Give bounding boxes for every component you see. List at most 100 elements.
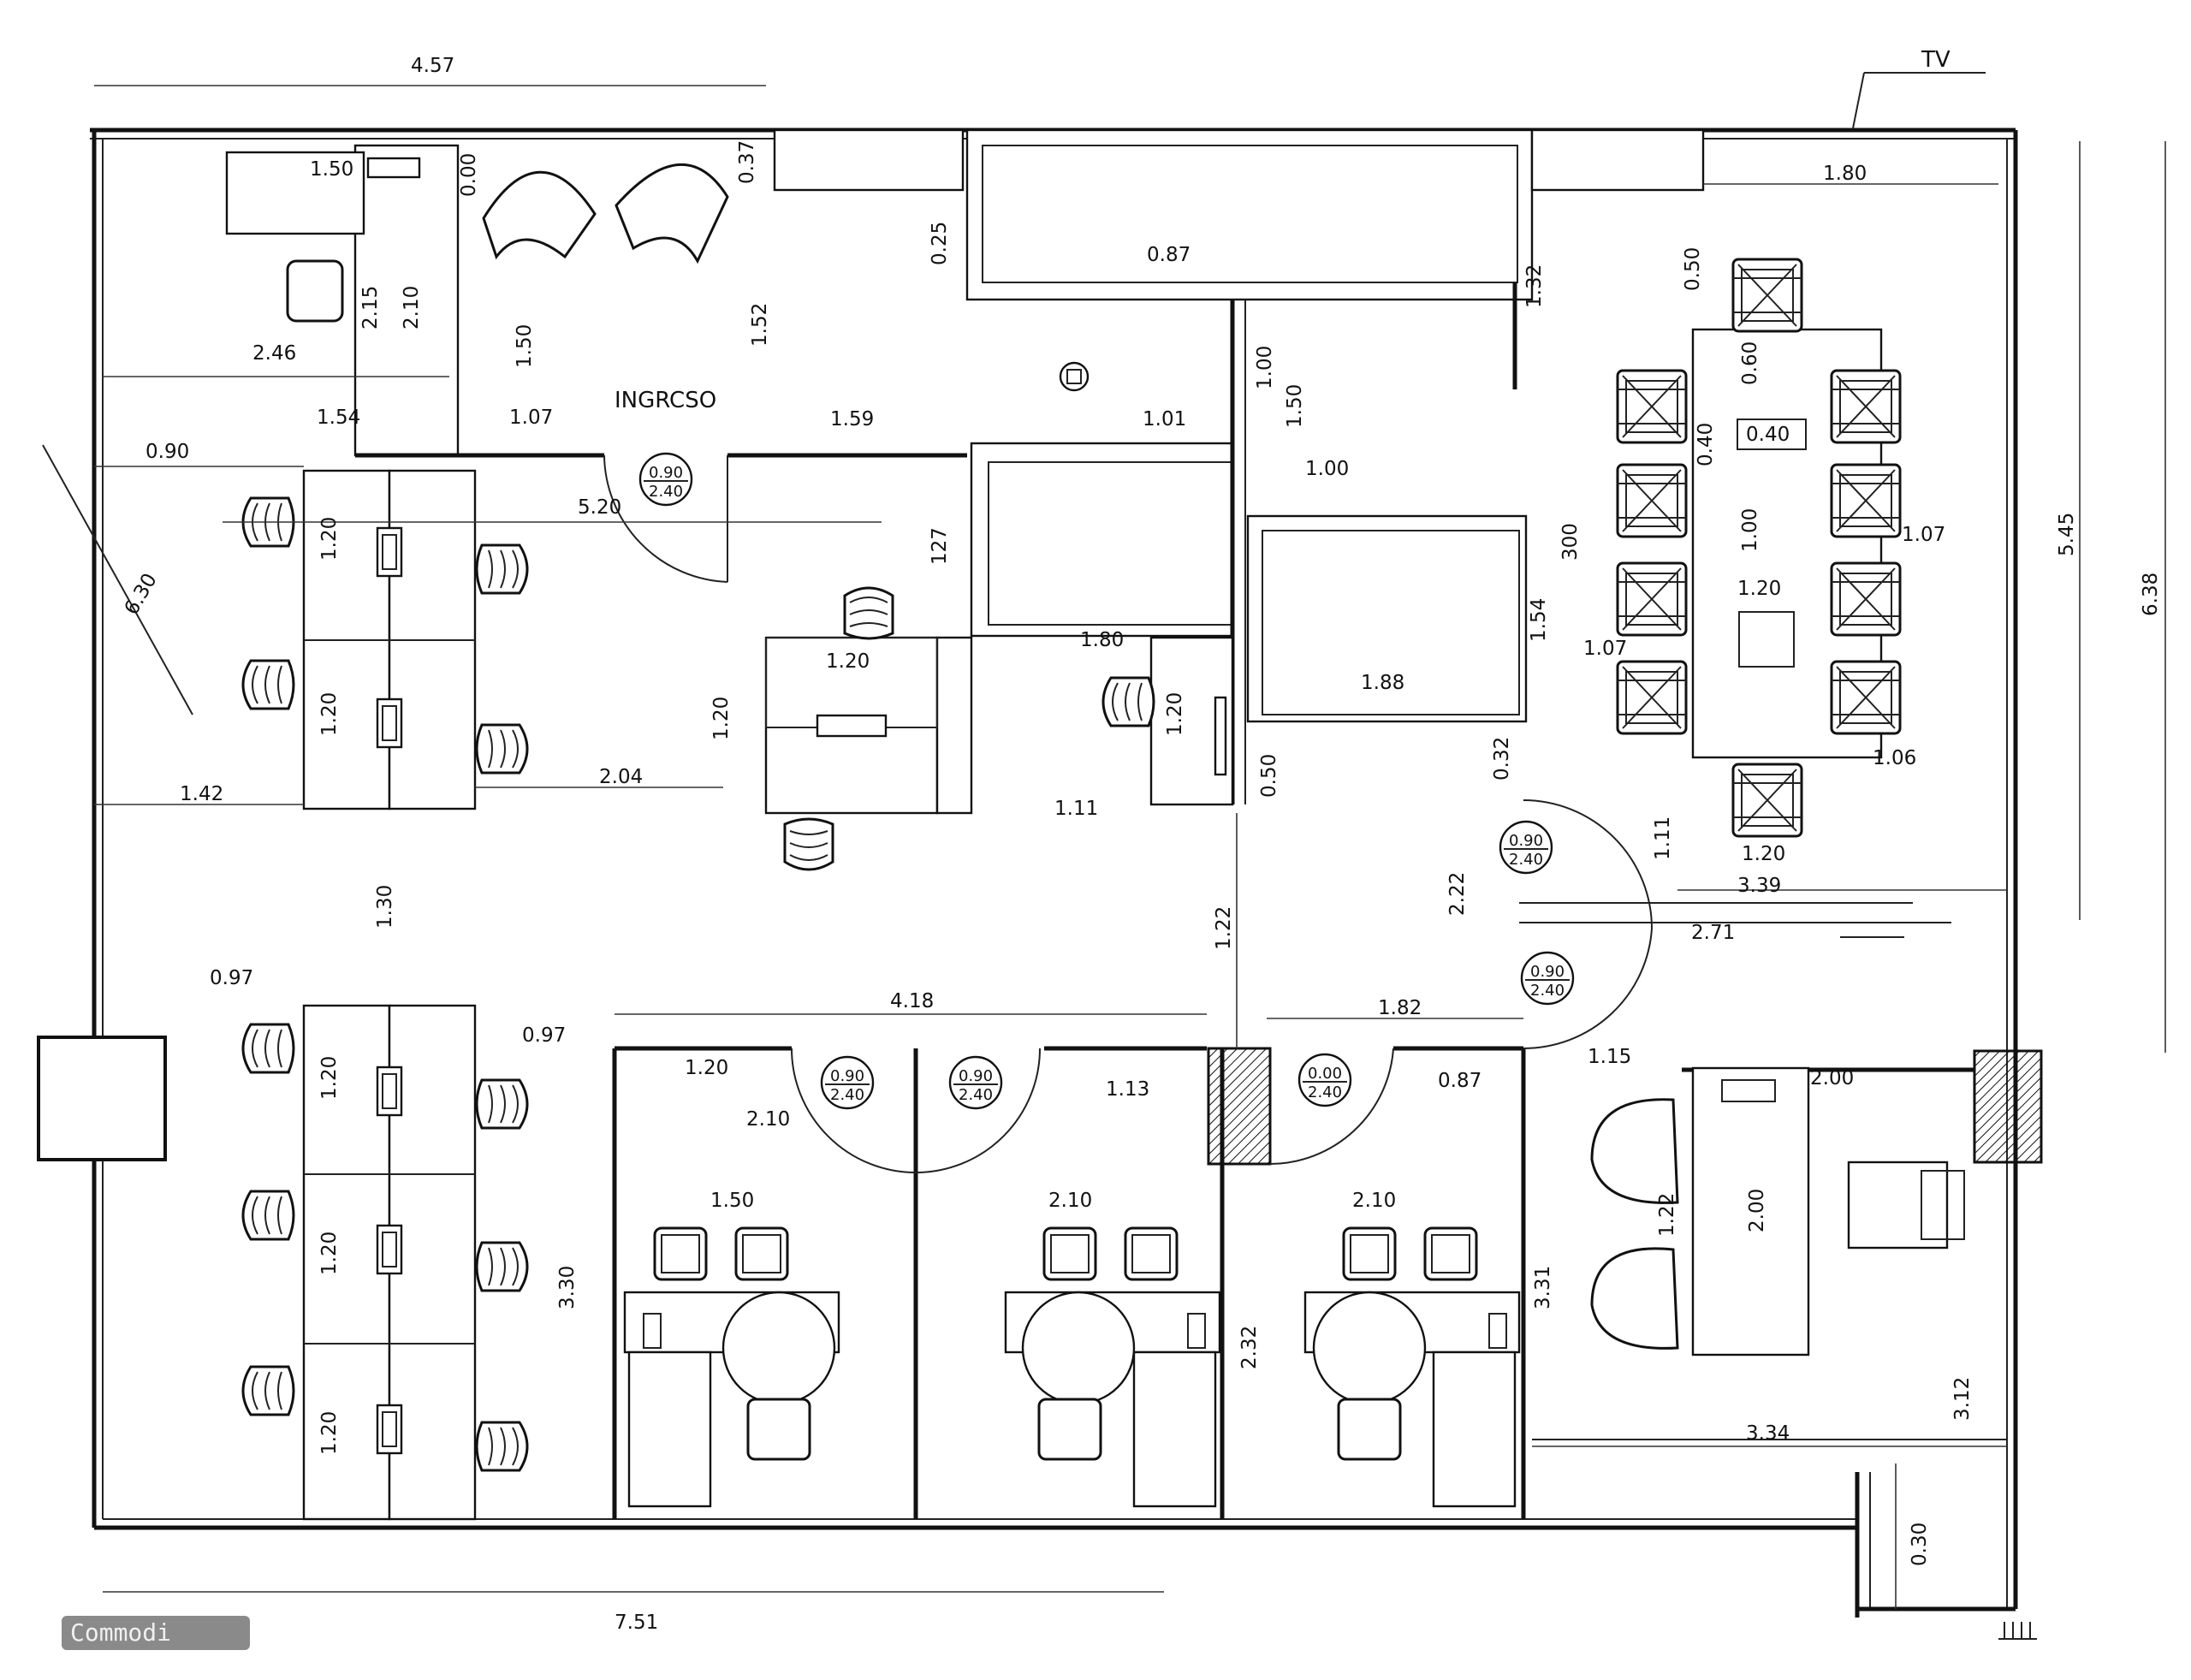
office-2 xyxy=(1004,1226,1221,1508)
dim-label: 0.87 xyxy=(1438,1070,1481,1092)
dim-label: 1.20 xyxy=(1164,692,1186,736)
dim-label: 1.01 xyxy=(1143,408,1186,430)
dim-label: 1.20 xyxy=(318,692,341,736)
dim-label: 3.39 xyxy=(1737,875,1781,897)
dim-label: 1.00 xyxy=(1739,508,1761,552)
door-tag: 0.90 2.40 xyxy=(820,1055,875,1110)
plan-labels: TV INGRCSO xyxy=(615,47,1951,413)
dim-label: 1.20 xyxy=(710,697,733,740)
dim-label: 1.00 xyxy=(1254,346,1276,389)
door-width: 0.00 xyxy=(1308,1065,1342,1083)
dim-label: 5.45 xyxy=(2056,513,2078,556)
interior-walls xyxy=(353,128,2043,1519)
dim-label: 2.10 xyxy=(401,286,423,329)
dim-label: 0.37 xyxy=(736,140,758,184)
door-tag: 0.90 2.40 xyxy=(1499,820,1553,875)
dim-label: 1.00 xyxy=(1305,458,1349,480)
dim-label: 1.20 xyxy=(318,1232,341,1275)
dim-label: 3.12 xyxy=(1951,1377,1974,1421)
dim-label: 5.20 xyxy=(578,496,621,519)
dimension-labels: 4.57 1.50 0.00 0.37 1.80 2.15 2.10 1.50 … xyxy=(121,55,2162,1634)
door-width: 0.90 xyxy=(1530,963,1565,981)
dim-label: 1.20 xyxy=(318,517,341,561)
dim-label: 6.38 xyxy=(2140,573,2162,616)
dim-label: 2.10 xyxy=(746,1108,790,1131)
dim-label: 0.40 xyxy=(1695,423,1717,466)
dim-label: 1.54 xyxy=(1528,598,1550,642)
dim-label: 1.07 xyxy=(509,407,553,429)
dim-label: 1.20 xyxy=(318,1411,341,1455)
dim-label: 1.20 xyxy=(685,1057,728,1079)
door-tag: 0.00 2.40 xyxy=(1297,1053,1352,1107)
dim-label: 1.54 xyxy=(317,407,360,429)
dim-label: 1.11 xyxy=(1652,816,1674,860)
dim-label: 7.51 xyxy=(615,1612,658,1634)
dim-label: 127 xyxy=(929,527,951,565)
dim-label: 2.10 xyxy=(1048,1190,1092,1212)
dim-label: 2.15 xyxy=(359,286,382,329)
tv-label: TV xyxy=(1921,47,1951,73)
dim-label: 1.50 xyxy=(710,1190,754,1212)
dim-label: 1.13 xyxy=(1106,1078,1149,1101)
door-callouts: 0.90 2.40 0.90 2.40 0.90 2.40 0.90 2.40 … xyxy=(638,452,1575,1110)
dim-label: 0.60 xyxy=(1739,341,1761,385)
door-height: 2.40 xyxy=(649,483,683,501)
dim-label: 0.40 xyxy=(1746,424,1790,446)
door-height: 2.40 xyxy=(830,1086,864,1104)
office-1 xyxy=(623,1226,840,1508)
dim-label: 1.88 xyxy=(1361,672,1404,694)
workstations-left-bottom xyxy=(241,1004,529,1521)
conference-room xyxy=(1616,258,1902,838)
dim-label: 2.71 xyxy=(1691,922,1735,944)
director-office xyxy=(225,151,1090,392)
dim-label: 3.31 xyxy=(1532,1266,1554,1309)
dim-label: 0.30 xyxy=(1909,1523,1931,1566)
dim-label: 1.42 xyxy=(180,783,223,805)
dim-label: 0.97 xyxy=(522,1024,566,1047)
dimension-lines xyxy=(94,72,2166,1609)
dim-label: 3.30 xyxy=(556,1266,579,1309)
dim-label: 2.46 xyxy=(252,342,296,365)
dim-label: 1.32 xyxy=(1523,264,1546,308)
dim-label: 1.07 xyxy=(1902,524,1945,546)
door-height: 2.40 xyxy=(1308,1083,1342,1101)
dim-label: 2.00 xyxy=(1746,1189,1768,1232)
stair-marks xyxy=(1998,1622,2037,1640)
dim-label: 4.18 xyxy=(890,990,934,1012)
door-width: 0.90 xyxy=(830,1067,864,1085)
dim-label: 1.22 xyxy=(1213,906,1235,950)
door-width: 0.90 xyxy=(1509,832,1543,850)
dim-label: 1.82 xyxy=(1378,997,1422,1019)
dim-label: 2.00 xyxy=(1810,1067,1854,1089)
dim-label: 0.97 xyxy=(210,967,253,989)
dim-label: 300 xyxy=(1559,523,1582,561)
dim-label: 1.80 xyxy=(1823,163,1867,185)
door-swings xyxy=(603,454,1653,1173)
dim-label: 1.52 xyxy=(749,303,771,347)
dim-label: 1.07 xyxy=(1583,638,1627,660)
dim-label: 1.50 xyxy=(1284,384,1306,428)
dim-label: 4.57 xyxy=(411,55,454,77)
dim-label: 1.20 xyxy=(318,1056,341,1100)
dim-label: 0.50 xyxy=(1258,754,1280,798)
door-height: 2.40 xyxy=(1509,851,1543,869)
dim-label: 0.25 xyxy=(929,222,951,265)
dim-label: 3.34 xyxy=(1746,1422,1790,1445)
door-width: 0.90 xyxy=(959,1067,993,1085)
dim-label: 1.15 xyxy=(1588,1046,1631,1068)
dim-label: 1.59 xyxy=(830,408,874,430)
dim-label: 0.87 xyxy=(1147,244,1191,266)
dim-label: 2.32 xyxy=(1238,1326,1261,1369)
dim-label: 1.50 xyxy=(514,324,536,368)
dim-label: 1.20 xyxy=(826,650,870,673)
dim-label: 1.20 xyxy=(1737,578,1781,600)
dim-label: 1.30 xyxy=(374,885,396,929)
door-tag: 0.90 2.40 xyxy=(1520,951,1575,1006)
workstations-left-top xyxy=(241,469,529,810)
center-desks xyxy=(765,586,1227,871)
dim-label: 1.11 xyxy=(1054,798,1098,820)
dim-label: 2.04 xyxy=(599,766,643,788)
dim-label: 2.10 xyxy=(1352,1190,1396,1212)
manager-office xyxy=(1590,1066,1965,1356)
